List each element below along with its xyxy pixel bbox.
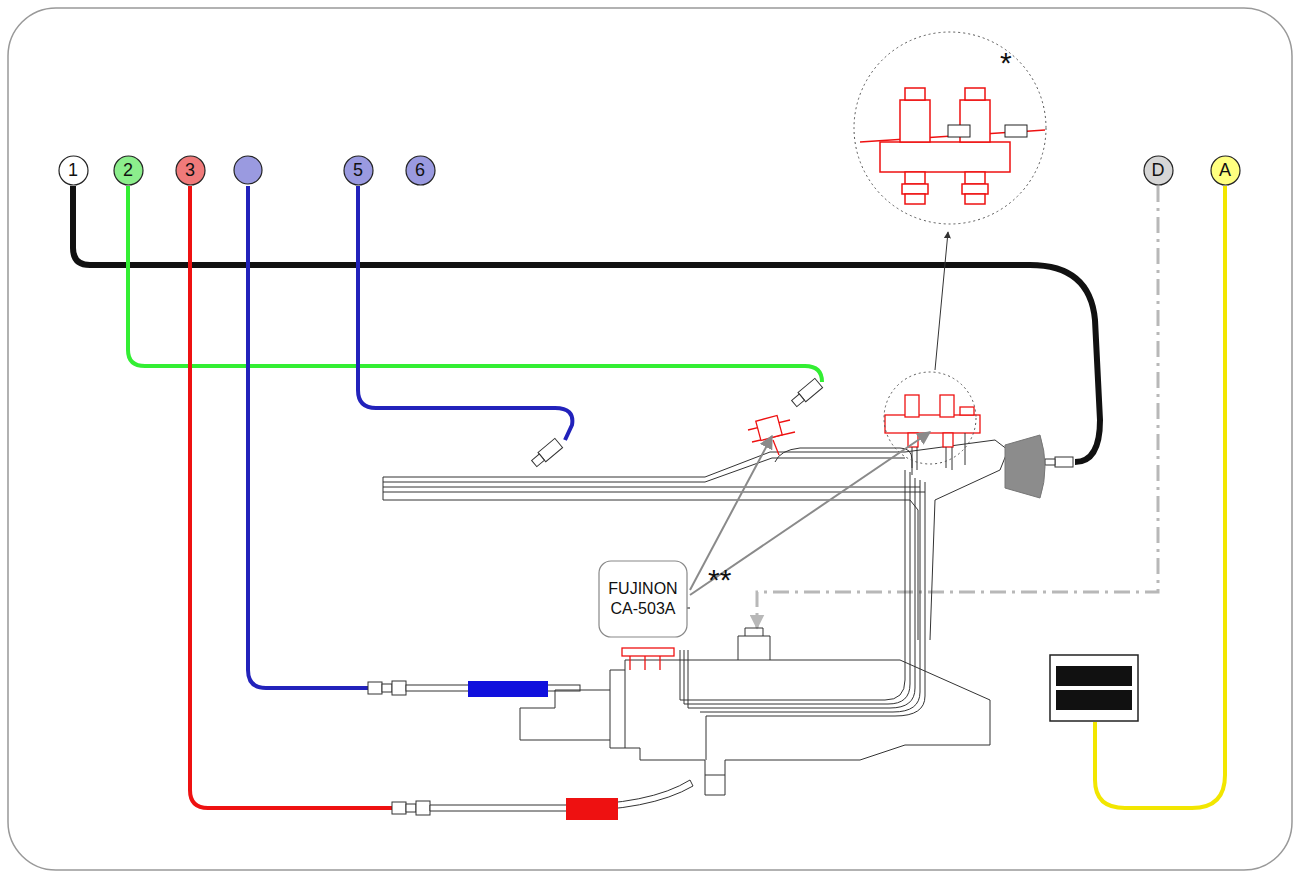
- blue-tube: [248, 186, 368, 688]
- callout-number: 5: [353, 159, 363, 182]
- valve-block: [885, 395, 980, 447]
- detail-circle: [854, 32, 1046, 224]
- valve-detail-plugs: [948, 125, 1027, 137]
- callout-number: D: [1152, 159, 1165, 182]
- callout-number: A: [1219, 159, 1231, 182]
- red-block: [566, 798, 618, 820]
- callout-circle: 6: [405, 155, 436, 186]
- detail-arrow: [935, 232, 948, 370]
- callout-circle: 5: [343, 155, 374, 186]
- boot: [1005, 435, 1045, 498]
- detail-circle: [884, 372, 976, 464]
- callout-circle: A: [1210, 155, 1241, 186]
- green-tube: [128, 186, 822, 382]
- callout-number: 2: [123, 159, 133, 182]
- part-name: FUJINON CA-503A: [605, 579, 681, 619]
- callout-circle: 1: [58, 155, 89, 186]
- callout-box: FUJINON CA-503A: [598, 560, 688, 638]
- callout-number: 1: [68, 159, 78, 182]
- black-tube: [73, 186, 1100, 462]
- footnote-mark: *: [1000, 48, 1012, 78]
- valve-detail: [860, 88, 1045, 204]
- footnote-mark: **: [708, 565, 731, 595]
- blue-tube: [358, 186, 572, 440]
- red-tube: [190, 186, 392, 808]
- callout-circle: 3: [175, 155, 206, 186]
- device-box: [1050, 655, 1138, 721]
- blue-block: [468, 681, 548, 697]
- endoscope-body: [383, 440, 1008, 795]
- callout-circle: 2: [113, 155, 144, 186]
- frame: [8, 8, 1292, 870]
- callout-circle: D: [1143, 155, 1174, 186]
- callout-number: 6: [415, 159, 425, 182]
- connectors: [368, 378, 1073, 815]
- callout-number: 3: [185, 159, 195, 182]
- node-outline: [598, 560, 688, 638]
- blank-circle: [234, 156, 262, 184]
- dashed-line: [757, 186, 1158, 628]
